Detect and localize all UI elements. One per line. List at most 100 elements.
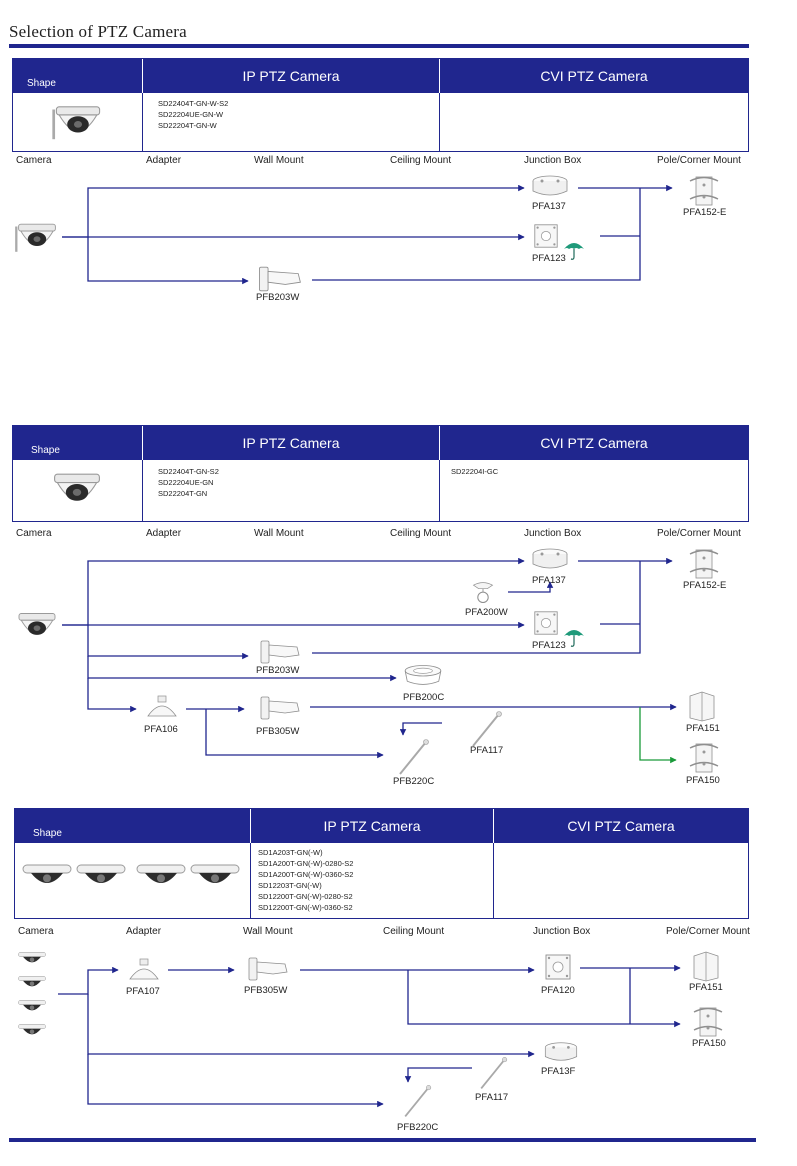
- s3-pfa120-icon: [543, 952, 573, 982]
- s3-pfb220c-icon: [396, 1084, 436, 1120]
- section3-body-divider: [250, 843, 251, 918]
- s3-camera-icon: [16, 1022, 48, 1040]
- s3-col-camera: Camera: [18, 926, 54, 937]
- s2-pfa152e-label: PFA152-E: [683, 580, 727, 591]
- section2-ip-models: SD22404T-GN-S2 SD22204UE-GN SD22204T-GN: [158, 466, 219, 499]
- s3-col-adapter: Adapter: [126, 926, 162, 937]
- s3-pfa117-label: PFA117: [475, 1092, 509, 1103]
- s2-col-camera: Camera: [16, 528, 52, 539]
- section1-table: Shape IP PTZ Camera CVI PTZ Camera SD224…: [12, 58, 749, 152]
- s2-col-ceiling: Ceiling Mount: [390, 528, 452, 539]
- s1-pfb203w-label: PFB203W: [256, 292, 300, 303]
- s1-pfa123-icon: [532, 222, 560, 250]
- s2-pfa123-icon: [532, 609, 560, 637]
- section3-body-divider: [493, 843, 494, 918]
- s2-line-pfa117-to-pfb220c: [399, 722, 442, 736]
- s2-camera-icon: [14, 609, 60, 645]
- s2-pfa200w-label: PFA200W: [465, 607, 508, 618]
- section3-table: Shape IP PTZ Camera CVI PTZ Camera SD1A2…: [14, 808, 749, 919]
- s2-pfb203w-label: PFB203W: [256, 665, 300, 676]
- s3-pfa107-label: PFA107: [126, 986, 160, 997]
- s3-pfa150-icon: [688, 1006, 728, 1038]
- model-name: SD22204T-GN-W: [158, 121, 217, 130]
- section3-header-bar: Shape IP PTZ Camera CVI PTZ Camera: [15, 809, 748, 843]
- s2-line-green-pfa151-to-pfa150: [639, 707, 677, 764]
- s2-pfb220c-label: PFB220C: [393, 776, 435, 787]
- section3-header-divider: [493, 809, 494, 843]
- s3-camera-icon: [16, 950, 48, 968]
- s2-col-adapter: Adapter: [146, 528, 182, 539]
- section2-body-divider: [142, 460, 143, 521]
- model-name: SD12200T-GN(-W)-0360-S2: [258, 903, 353, 912]
- s3-line-cam-to-pfb220c: [87, 1054, 384, 1108]
- s2-pfa152e-icon: [684, 548, 724, 580]
- s2-line-cam-to-pfa106: [87, 678, 137, 713]
- s3-camera-icon: [16, 998, 48, 1016]
- model-name: SD22204UE-GN: [158, 478, 214, 487]
- section3-shape-label: Shape: [33, 828, 62, 839]
- section1-shape-label: Shape: [27, 78, 56, 89]
- model-name: SD1A203T-GN(-W): [258, 848, 323, 857]
- s1-pfa152e-label: PFA152-E: [683, 207, 727, 218]
- section2-header-bar: Shape IP PTZ Camera CVI PTZ Camera: [13, 426, 748, 460]
- s1-col-adapter: Adapter: [146, 155, 182, 166]
- section1-header-divider: [439, 59, 440, 93]
- s3-line-cam-to-pfa13f: [87, 994, 535, 1058]
- s2-pfa151-icon: [684, 690, 720, 722]
- s3-pfb305w-label: PFB305W: [244, 985, 288, 996]
- s2-pfa123-label: PFA123: [532, 640, 566, 651]
- s3-col-junction: Junction Box: [533, 926, 591, 937]
- s2-pfa151-label: PFA151: [686, 723, 720, 734]
- s2-pfb220c-icon: [392, 738, 432, 778]
- s2-umbrella-icon: [563, 626, 585, 648]
- s2-pfa106-icon: [144, 694, 180, 720]
- s3-pfa120-label: PFA120: [541, 985, 575, 996]
- s3-pfa150-label: PFA150: [692, 1038, 726, 1049]
- s3-pfa151-label: PFA151: [689, 982, 723, 993]
- section2-ip-header: IP PTZ Camera: [242, 435, 340, 451]
- section1-cvi-header: CVI PTZ Camera: [540, 68, 648, 84]
- s2-pfb200c-icon: [402, 662, 444, 690]
- s2-pfa106-label: PFA106: [144, 724, 178, 735]
- s1-col-camera: Camera: [16, 155, 52, 166]
- model-name: SD22404T-GN-W-S2: [158, 99, 229, 108]
- model-name: SD22404T-GN-S2: [158, 467, 219, 476]
- s2-line-cam-to-pfb200c: [87, 656, 397, 682]
- section3-header-divider: [250, 809, 251, 843]
- s1-col-ceiling: Ceiling Mount: [390, 155, 452, 166]
- s2-col-wall: Wall Mount: [254, 528, 304, 539]
- s1-col-wall: Wall Mount: [254, 155, 304, 166]
- model-name: SD22204T-GN: [158, 489, 208, 498]
- s2-pfa117-label: PFA117: [470, 745, 504, 756]
- s2-pfa117-icon: [465, 710, 505, 750]
- s2-pfb200c-label: PFB200C: [403, 692, 445, 703]
- section2-cvi-header: CVI PTZ Camera: [540, 435, 648, 451]
- s3-line-cam-to-pfa107: [58, 966, 119, 995]
- s2-pfa150-icon: [684, 742, 724, 774]
- s2-pfa137-label: PFA137: [532, 575, 566, 586]
- section1-ip-models: SD22404T-GN-W-S2 SD22204UE-GN-W SD22204T…: [158, 98, 228, 131]
- page-title: Selection of PTZ Camera: [9, 22, 187, 41]
- s2-line-cam-to-pfa137: [62, 557, 525, 626]
- section1-body-divider: [142, 93, 143, 151]
- section2-header-divider: [142, 426, 143, 460]
- model-name: SD1A200T-GN(-W)-0280-S2: [258, 859, 354, 868]
- s3-line-pfa117-to-pfb220c: [404, 1067, 472, 1083]
- s2-pfb203w-icon: [256, 639, 306, 665]
- section2-body-divider: [439, 460, 440, 521]
- section2-shape-camera-icon: [49, 466, 105, 516]
- s3-col-wall: Wall Mount: [243, 926, 293, 937]
- s3-pfa13f-icon: [541, 1040, 581, 1064]
- title-rule: [9, 44, 749, 48]
- s1-col-junction: Junction Box: [524, 155, 582, 166]
- section1-header-divider: [142, 59, 143, 93]
- s2-pfa137-icon: [530, 546, 570, 572]
- section1-header-bar: Shape IP PTZ Camera CVI PTZ Camera: [13, 59, 748, 93]
- s1-line-cam-to-pfa137: [62, 184, 525, 238]
- section2-header-divider: [439, 426, 440, 460]
- section1-shape-camera-icon: [51, 98, 105, 148]
- s3-pfa13f-label: PFA13F: [541, 1066, 576, 1077]
